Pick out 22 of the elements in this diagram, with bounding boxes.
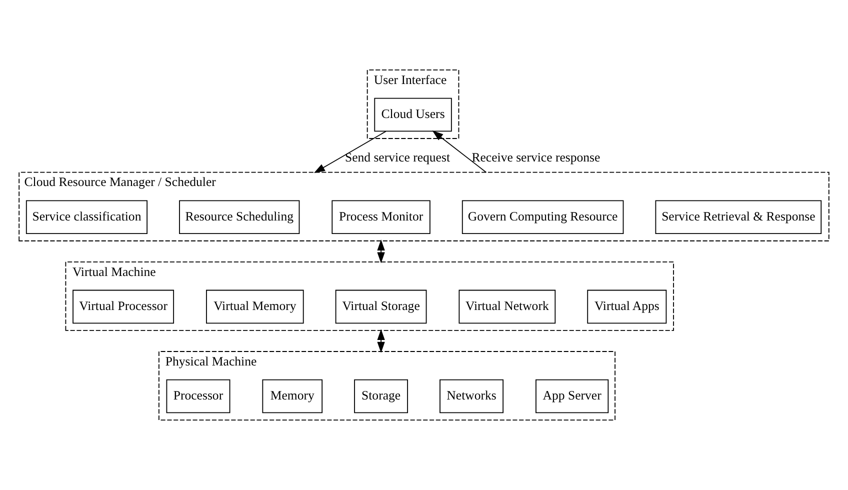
node-box: Virtual Memory <box>206 290 304 324</box>
arrow <box>377 329 385 353</box>
node-box: Memory <box>262 379 323 414</box>
node-box: Networks <box>440 379 504 414</box>
node-box: App Server <box>536 379 609 414</box>
edge-label: Receive service response <box>472 150 600 165</box>
node-box: Virtual Apps <box>587 290 667 324</box>
node-box: Govern Computing Resource <box>462 200 624 234</box>
node-box: Service classification <box>26 200 148 234</box>
node-box: Process Monitor <box>332 200 430 234</box>
node-box: Cloud Users <box>374 98 452 132</box>
edge-label: Send service request <box>344 150 450 165</box>
arrow <box>432 130 487 173</box>
arrow <box>377 240 385 264</box>
node-box: Virtual Network <box>458 290 556 324</box>
node-box: Processor <box>166 379 230 414</box>
node-box: Virtual Processor <box>72 290 174 324</box>
node-box: Virtual Storage <box>335 290 427 324</box>
node-box: Storage <box>354 379 408 414</box>
arrow <box>314 130 386 174</box>
node-box: Service Retrieval & Response <box>655 200 822 234</box>
node-box: Resource Scheduling <box>179 200 300 234</box>
